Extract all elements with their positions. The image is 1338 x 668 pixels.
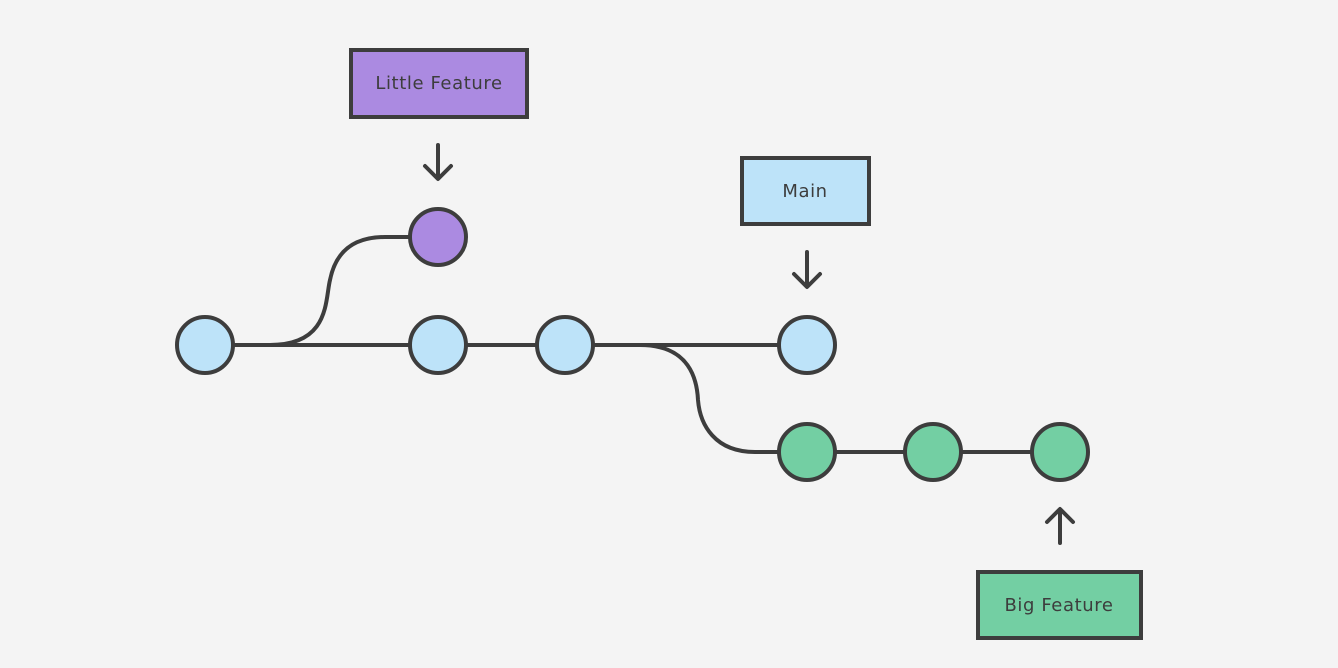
little-feature-commits [408, 207, 468, 267]
commit-node-big-feature-1 [777, 422, 837, 482]
arrow-down-icon [792, 250, 822, 289]
commit-node-big-feature-2 [903, 422, 963, 482]
little-feature-label: Little Feature [349, 48, 529, 119]
big-feature-label-text: Big Feature [1004, 595, 1113, 616]
commit-node-little-feature-1 [408, 207, 468, 267]
arrow-down-icon [423, 143, 453, 181]
main-label: Main [740, 156, 871, 226]
commit-node-main-3 [535, 315, 595, 375]
big-feature-commits [777, 422, 1090, 482]
little-feature-label-text: Little Feature [375, 73, 502, 94]
main-commits [175, 315, 837, 375]
big-feature-label: Big Feature [976, 570, 1143, 640]
big-feature-branch-curve [639, 343, 1060, 454]
commit-node-main-1 [175, 315, 235, 375]
arrow-up-icon [1045, 507, 1075, 545]
commit-node-big-feature-3 [1030, 422, 1090, 482]
commit-node-main-2 [408, 315, 468, 375]
branch-edges [205, 235, 1060, 454]
main-label-text: Main [782, 181, 827, 202]
little-feature-branch-curve [269, 235, 438, 347]
commit-node-main-4 [777, 315, 837, 375]
